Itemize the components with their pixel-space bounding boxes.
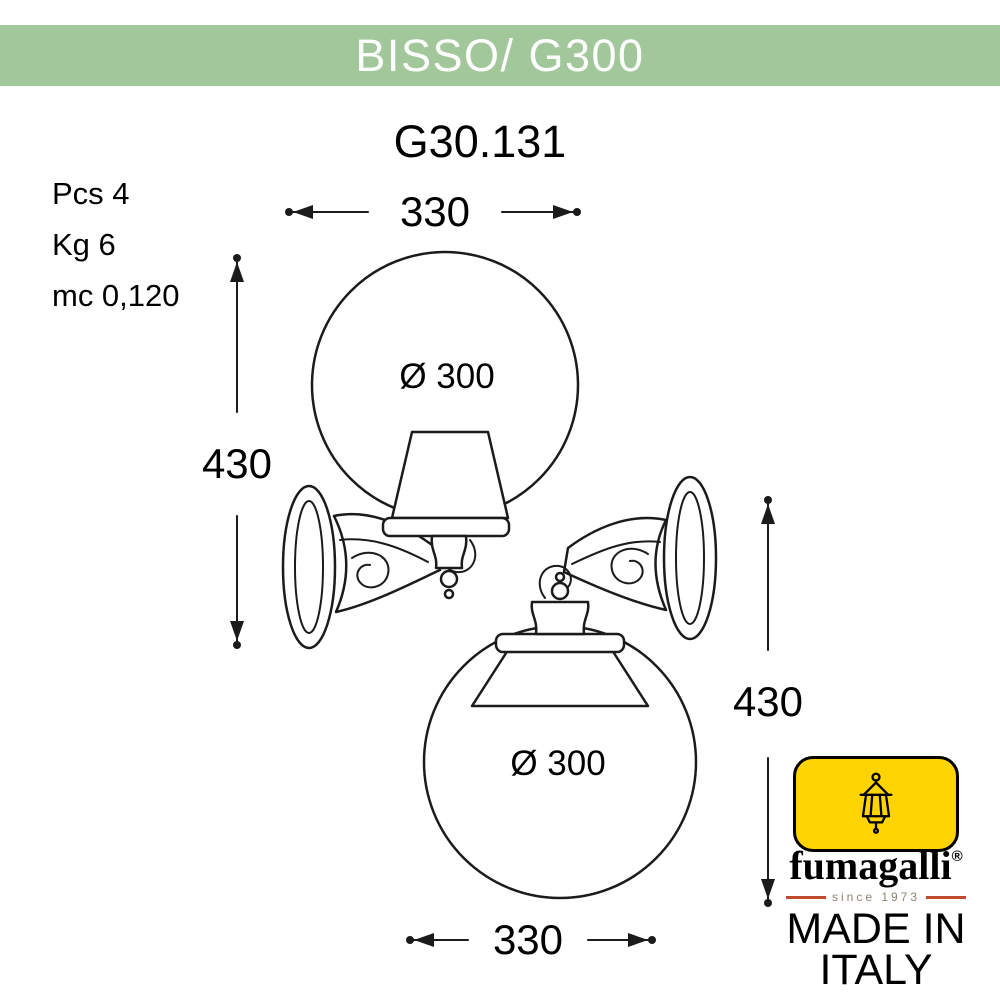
dimension-right-height — [761, 496, 775, 907]
lower-bracket-ornament — [538, 540, 661, 599]
logo-badge — [793, 756, 959, 852]
upper-wall-plate-inner — [294, 500, 324, 634]
lower-baluster — [530, 600, 590, 636]
made-in-italy: MADE IN ITALY — [786, 905, 966, 994]
dim-left-height-label: 430 — [202, 440, 272, 487]
dimension-bottom-width — [406, 933, 656, 947]
since-line-right — [926, 895, 967, 899]
lower-finial-tip — [554, 571, 566, 583]
dimension-left-height — [230, 254, 244, 649]
brand-logo: fumagalli® since 1973 MADE IN ITALY — [779, 756, 973, 991]
lower-arm — [562, 516, 668, 612]
upper-rim — [381, 516, 511, 538]
since-line-left — [786, 895, 826, 899]
spec-pcs: Pcs 4 — [52, 176, 130, 211]
upper-cup — [390, 430, 510, 520]
upper-finial-ball — [439, 569, 459, 589]
lower-wall-plate-inner — [675, 491, 705, 625]
lower-rim — [494, 632, 626, 654]
dim-top-width-label: 330 — [400, 188, 470, 235]
upper-globe-diameter-label: Ø 300 — [399, 357, 494, 396]
registered-mark: ® — [951, 847, 963, 865]
made-in-line2: ITALY — [819, 945, 933, 994]
dim-bottom-width-label: 330 — [493, 916, 563, 963]
lower-globe-diameter-label: Ø 300 — [510, 744, 605, 783]
dim-right-height-label: 430 — [733, 678, 803, 725]
brand-name: fumagalli — [789, 843, 952, 888]
since-row: since 1973 — [786, 890, 967, 904]
upper-finial-tip — [443, 588, 455, 600]
lower-finial-ball — [550, 581, 570, 601]
lantern-icon — [859, 772, 893, 834]
lower-lamp — [422, 475, 718, 900]
dimension-top-width — [285, 205, 581, 219]
spec-list: Pcs 4 Kg 6 mc 0,120 — [52, 168, 180, 321]
spec-mc: mc 0,120 — [52, 278, 180, 313]
page-title: BISSO/ G300 — [355, 29, 645, 81]
product-code: G30.131 — [393, 116, 567, 167]
made-in-line1: MADE IN — [786, 905, 966, 953]
header-band: BISSO/ G300 — [0, 25, 1000, 86]
upper-baluster — [430, 534, 468, 570]
spec-kg: Kg 6 — [52, 227, 116, 262]
since-text: since 1973 — [831, 890, 921, 904]
brand-wordmark: fumagalli® — [789, 842, 962, 889]
upper-lamp — [281, 250, 580, 650]
